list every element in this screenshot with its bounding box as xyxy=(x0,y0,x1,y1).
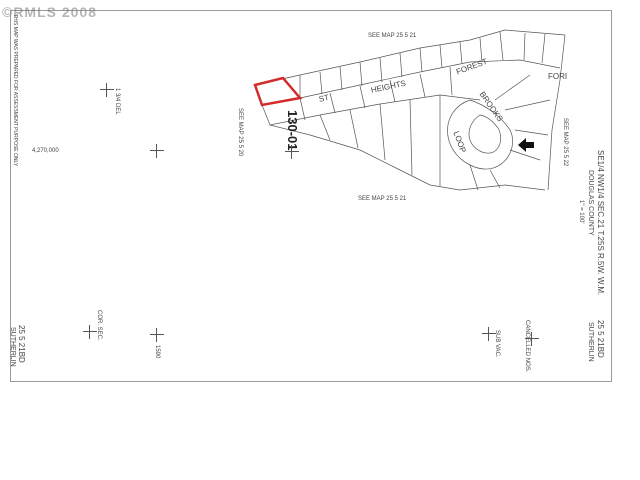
prepared-note: THIS MAP WAS PREPARED FOR ASSESSMENT PUR… xyxy=(12,14,18,167)
survey-cross-icon xyxy=(285,145,299,159)
survey-cross-icon xyxy=(150,144,164,158)
highlighted-lot xyxy=(253,76,303,107)
see-map-bottom: SEE MAP 25 5 21 xyxy=(358,196,407,202)
see-map-right: SEE MAP 25 5 22 xyxy=(562,118,568,167)
city-left: SUTHERLIN xyxy=(9,327,16,367)
title-section: SE1/4 NW1/4 SEC.21 T.25S R.5W. W.M. xyxy=(596,150,605,296)
grid-label-3: 1590 xyxy=(154,345,160,359)
watermark: ©RMLS 2008 xyxy=(2,4,98,20)
city-right: SUTHERLIN xyxy=(587,322,594,362)
sheet-border-right xyxy=(611,10,612,382)
see-map-top: SEE MAP 25 5 21 xyxy=(368,33,417,39)
map-id-left: 25 5 21BD xyxy=(17,325,26,363)
survey-cross-icon xyxy=(482,327,496,341)
sheet-border-bottom xyxy=(10,381,612,382)
survey-cross-icon xyxy=(100,83,114,97)
cancelled-numbers: CANCELLED NOS. xyxy=(524,320,530,373)
street-label-fori: FORI xyxy=(548,72,568,81)
survey-cross-icon xyxy=(83,325,97,339)
see-map-left: SEE MAP 25 5 20 xyxy=(237,108,243,157)
sheet-border-top xyxy=(10,10,612,11)
title-county: DOUGLAS COUNTY xyxy=(587,170,594,236)
title-scale: 1" = 100' xyxy=(578,200,584,224)
map-id-right: 25 5 21BD xyxy=(596,320,605,358)
coord-label: 4,270,000 xyxy=(32,148,59,154)
survey-cross-icon xyxy=(150,328,164,342)
pointer-arrow xyxy=(518,138,534,152)
sheet-border-left xyxy=(10,10,11,382)
survey-cross-icon xyxy=(525,332,539,346)
grid-label-1: 1 3/4 DEL xyxy=(114,88,120,115)
